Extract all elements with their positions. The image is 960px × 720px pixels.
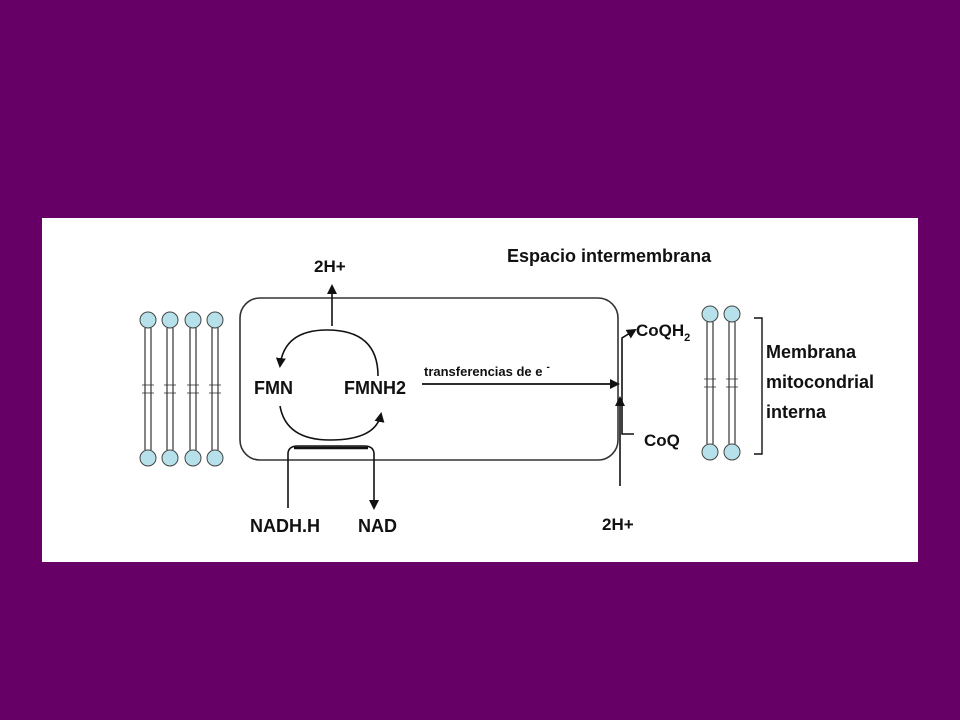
lipid-head	[701, 305, 719, 323]
lipid-head	[701, 443, 719, 461]
electron-transport-diagram: 2H+ Espacio intermembrana FMN FMNH2 tran…	[139, 246, 874, 536]
lipid-head	[161, 449, 179, 467]
coqh2-label: CoQH2	[636, 321, 690, 344]
electron-transfer-label: transferencias de e-	[424, 362, 550, 379]
phospholipid	[206, 311, 224, 467]
proton-bottom-label: 2H+	[602, 515, 634, 534]
membrane-label-2: mitocondrial	[766, 372, 874, 392]
cycle-arrow-bottom	[279, 405, 385, 441]
proton-top-label: 2H+	[314, 257, 346, 276]
lipid-head	[184, 311, 202, 329]
coq-label: CoQ	[644, 431, 680, 450]
membrane-label-3: interna	[766, 402, 827, 422]
complex-box	[239, 297, 619, 461]
membrane-label-1: Membrana	[766, 342, 857, 362]
phospholipid	[139, 311, 157, 467]
nadh-label: NADH.H	[250, 516, 320, 536]
fmnh2-label: FMNH2	[344, 378, 406, 398]
lipid-head	[161, 311, 179, 329]
diagram-panel: 2H+ Espacio intermembrana FMN FMNH2 tran…	[42, 218, 918, 562]
lipid-head	[184, 449, 202, 467]
phospholipid	[184, 311, 202, 467]
lipid-head	[206, 311, 224, 329]
phospholipid	[161, 311, 179, 467]
coq-bracket	[621, 328, 637, 435]
lipid-head	[139, 449, 157, 467]
intermembrane-space-label: Espacio intermembrana	[507, 246, 712, 266]
cycle-arrow-top	[275, 329, 379, 377]
membrane-bracket	[754, 317, 763, 455]
lipid-head	[206, 449, 224, 467]
fmn-label: FMN	[254, 378, 293, 398]
lipid-head	[139, 311, 157, 329]
lipid-head	[723, 443, 741, 461]
nadh-to-nad-arrow	[287, 445, 379, 510]
phospholipid	[723, 305, 741, 461]
lipid-head	[723, 305, 741, 323]
nad-label: NAD	[358, 516, 397, 536]
right-lipid-bilayer	[701, 305, 741, 461]
phospholipid	[701, 305, 719, 461]
left-lipid-bilayer	[139, 311, 224, 467]
